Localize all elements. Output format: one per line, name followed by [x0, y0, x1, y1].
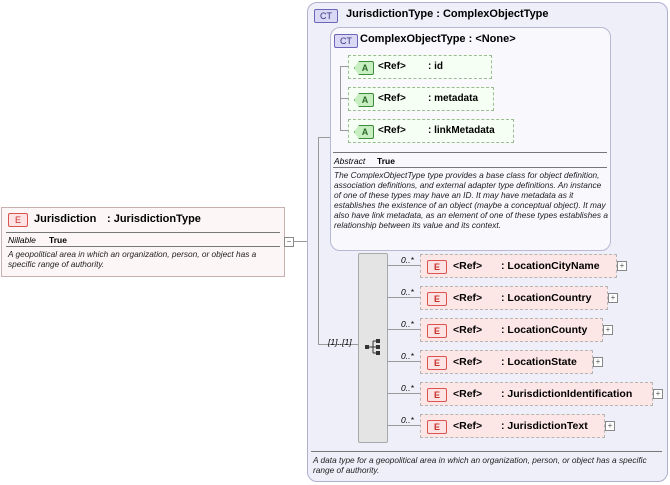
expand-icon[interactable]: +	[617, 261, 627, 271]
element-jurisdictiontext[interactable]: E <Ref> : JurisdictionText	[420, 414, 605, 438]
connector-line	[387, 297, 420, 298]
sequence-icon	[365, 339, 380, 355]
nillable-label: Nillable	[8, 235, 36, 245]
connector-line	[387, 393, 420, 394]
connector-line	[340, 98, 348, 99]
attribute-ref: <Ref>	[378, 93, 406, 104]
abstract-value: True	[377, 156, 395, 166]
complex-type-badge-icon: CT	[314, 9, 338, 23]
connector-line	[340, 130, 348, 131]
element-name: : LocationCounty	[501, 324, 588, 336]
nillable-value: True	[49, 235, 67, 245]
element-occurrence: 0..*	[401, 351, 414, 361]
attribute-name: : metadata	[428, 93, 479, 104]
outer-type-documentation: A data type for a geopolitical area in w…	[313, 455, 647, 475]
attribute-name: : linkMetadata	[428, 125, 495, 136]
element-ref: <Ref>	[453, 420, 483, 432]
element-jurisdictionidentification[interactable]: E <Ref> : JurisdictionIdentification	[420, 382, 653, 406]
element-locationcityname[interactable]: E <Ref> : LocationCityName	[420, 254, 617, 278]
outer-type-title: JurisdictionType : ComplexObjectType	[346, 8, 549, 20]
divider	[311, 451, 662, 452]
divider	[6, 232, 280, 233]
element-occurrence: 0..*	[401, 415, 414, 425]
sequence-occurrence: [1]..[1]	[328, 337, 352, 347]
element-badge-icon: E	[427, 388, 447, 402]
sequence-compositor[interactable]	[358, 253, 388, 443]
attribute-badge-icon: A	[354, 61, 374, 75]
divider	[333, 167, 607, 168]
connector-line	[340, 66, 348, 67]
element-ref: <Ref>	[453, 356, 483, 368]
attribute-linkmetadata[interactable]: A <Ref> : linkMetadata	[348, 119, 514, 143]
element-name: : LocationCountry	[501, 292, 592, 304]
inner-type-documentation: The ComplexObjectType type provides a ba…	[334, 170, 608, 230]
element-ref: <Ref>	[453, 260, 483, 272]
attribute-ref: <Ref>	[378, 125, 406, 136]
expand-icon[interactable]: +	[608, 293, 618, 303]
element-occurrence: 0..*	[401, 383, 414, 393]
divider	[333, 152, 607, 153]
element-badge-icon: E	[427, 292, 447, 306]
element-ref: <Ref>	[453, 388, 483, 400]
element-name: : JurisdictionIdentification	[501, 388, 633, 400]
element-badge-icon: E	[427, 420, 447, 434]
inner-type-title: ComplexObjectType : <None>	[360, 33, 516, 45]
connector-line	[387, 361, 420, 362]
element-locationstate[interactable]: E <Ref> : LocationState	[420, 350, 593, 374]
connector-line	[318, 344, 358, 345]
element-occurrence: 0..*	[401, 287, 414, 297]
connector-line	[294, 241, 318, 242]
root-element-name: Jurisdiction	[34, 213, 97, 225]
attribute-badge-icon: A	[354, 125, 374, 139]
connector-line	[318, 137, 319, 344]
connector-line	[387, 265, 420, 266]
element-locationcountry[interactable]: E <Ref> : LocationCountry	[420, 286, 608, 310]
attribute-id[interactable]: A <Ref> : id	[348, 55, 492, 79]
element-name: : LocationCityName	[501, 260, 600, 272]
attribute-badge-icon: A	[354, 93, 374, 107]
element-badge-icon: E	[427, 324, 447, 338]
attribute-name: : id	[428, 61, 443, 72]
root-element-box[interactable]: E Jurisdiction : JurisdictionType Nillab…	[1, 207, 285, 277]
element-badge-icon: E	[8, 213, 28, 227]
element-occurrence: 0..*	[401, 255, 414, 265]
collapse-icon[interactable]: −	[284, 237, 294, 247]
attribute-metadata[interactable]: A <Ref> : metadata	[348, 87, 494, 111]
element-badge-icon: E	[427, 356, 447, 370]
element-ref: <Ref>	[453, 324, 483, 336]
divider	[6, 246, 280, 247]
element-ref: <Ref>	[453, 292, 483, 304]
root-element-type: : JurisdictionType	[107, 213, 201, 225]
expand-icon[interactable]: +	[603, 325, 613, 335]
element-badge-icon: E	[427, 260, 447, 274]
element-name: : JurisdictionText	[501, 420, 588, 432]
element-locationcounty[interactable]: E <Ref> : LocationCounty	[420, 318, 603, 342]
element-name: : LocationState	[501, 356, 577, 368]
expand-icon[interactable]: +	[605, 421, 615, 431]
connector-line	[387, 329, 420, 330]
root-documentation: A geopolitical area in which an organiza…	[8, 249, 257, 269]
connector-line	[387, 425, 420, 426]
attribute-ref: <Ref>	[378, 61, 406, 72]
element-occurrence: 0..*	[401, 319, 414, 329]
complex-type-badge-icon: CT	[334, 34, 358, 48]
abstract-label: Abstract	[334, 156, 366, 166]
expand-icon[interactable]: +	[593, 357, 603, 367]
expand-icon[interactable]: +	[653, 389, 663, 399]
